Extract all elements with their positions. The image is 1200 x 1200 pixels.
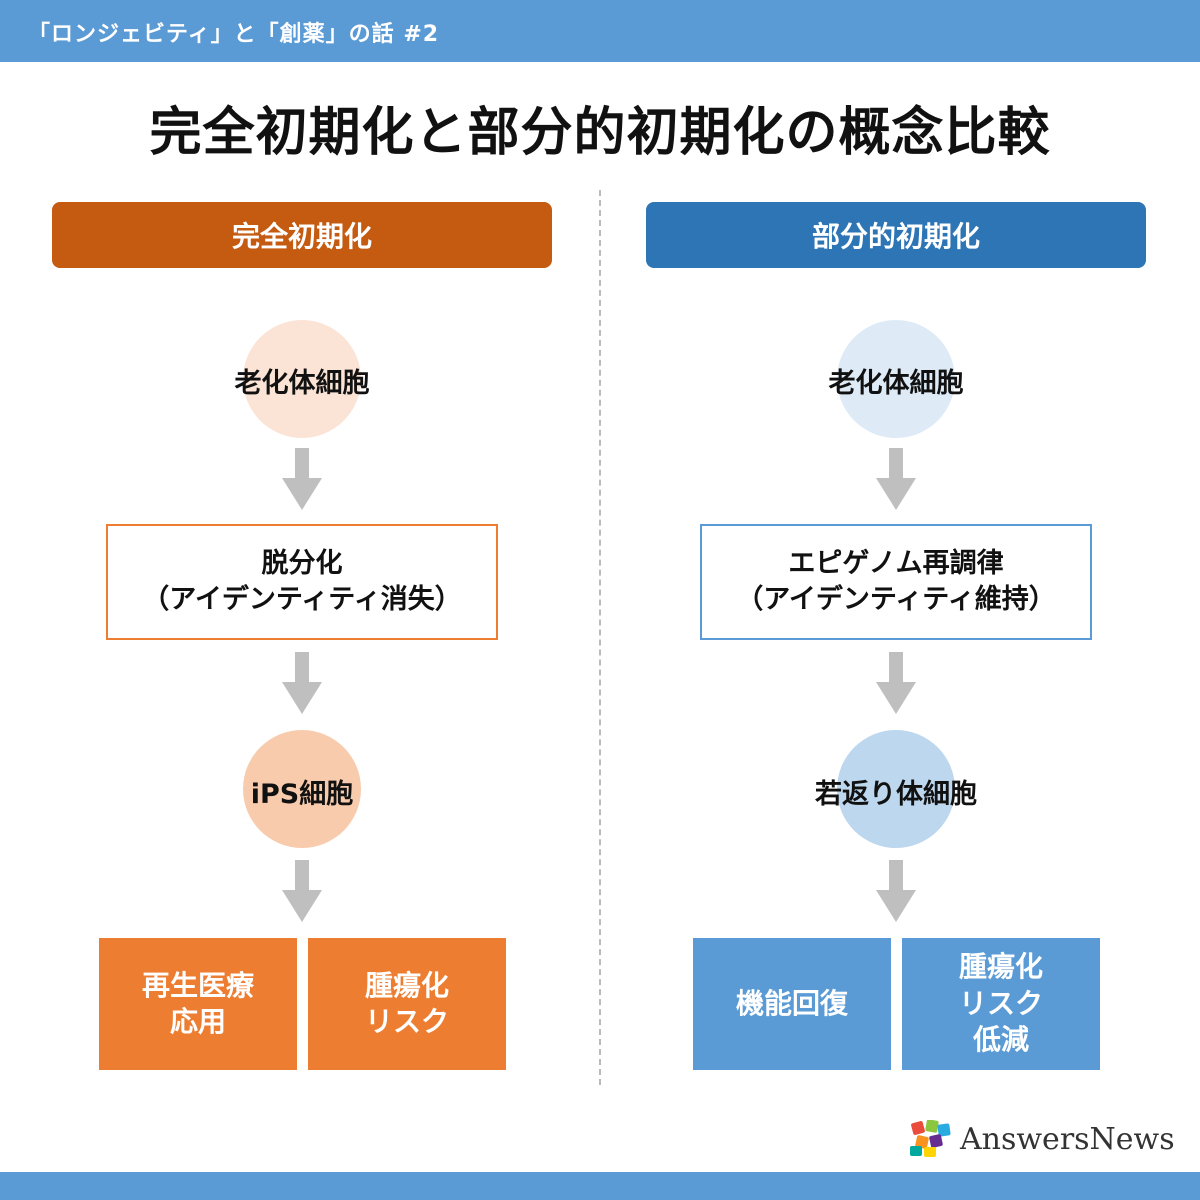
left-output-tumor-risk: 腫瘍化 リスク — [308, 938, 506, 1070]
left-arrow-1 — [282, 448, 322, 510]
right-header: 部分的初期化 — [646, 202, 1146, 268]
answersnews-logo: AnswersNews — [908, 1120, 1175, 1158]
right-header-label: 部分的初期化 — [811, 220, 980, 253]
right-arrow-2 — [876, 652, 916, 714]
bottom-banner — [0, 1172, 1200, 1200]
right-arrow-1 — [876, 448, 916, 510]
right-start-circle — [837, 320, 955, 438]
logo-text: AnswersNews — [960, 1121, 1175, 1157]
puzzle-logo-icon — [910, 1120, 951, 1157]
right-output-function-recovery: 機能回復 — [693, 938, 891, 1070]
right-arrow-3 — [876, 860, 916, 922]
left-header-label: 完全初期化 — [231, 220, 372, 253]
left-arrow-2 — [282, 652, 322, 714]
left-output-2-line1: 腫瘍化 — [364, 968, 449, 1002]
left-output-regenerative: 再生医療 応用 — [99, 938, 297, 1070]
top-banner: 「ロンジェビティ」と「創薬」の話 #2 — [0, 0, 1200, 62]
left-start-label: 老化体細胞 — [234, 368, 370, 399]
right-output-reduced-tumor-risk: 腫瘍化 リスク 低減 — [902, 938, 1100, 1070]
left-start-circle — [243, 320, 361, 438]
left-output-1-line2: 応用 — [169, 1005, 226, 1038]
right-output-2-line2: リスク — [958, 986, 1043, 1020]
right-process-line1: エピゲノム再調律 — [788, 547, 1004, 579]
left-arrow-3 — [282, 860, 322, 922]
series-title: 「ロンジェビティ」と「創薬」の話 #2 — [28, 22, 440, 47]
right-output-1-line1: 機能回復 — [735, 986, 848, 1020]
right-process-line2: （アイデンティティ維持） — [736, 584, 1056, 615]
right-output-2-line3: 低減 — [972, 1023, 1029, 1057]
left-process-line2: （アイデンティティ消失） — [142, 584, 462, 615]
left-process-box: 脱分化 （アイデンティティ消失） — [106, 524, 498, 640]
right-result-label: 若返り体細胞 — [815, 779, 977, 810]
left-output-1-line1: 再生医療 — [141, 968, 254, 1002]
right-process-box: エピゲノム再調律 （アイデンティティ維持） — [700, 524, 1092, 640]
left-header: 完全初期化 — [52, 202, 552, 268]
left-output-2-line2: リスク — [364, 1005, 449, 1038]
left-process-line1: 脱分化 — [261, 547, 343, 579]
left-result-circle — [243, 730, 361, 848]
left-result-label: iPS細胞 — [250, 779, 354, 810]
right-start-label: 老化体細胞 — [828, 368, 964, 399]
right-result-circle — [837, 730, 955, 848]
right-output-2-line1: 腫瘍化 — [958, 950, 1043, 984]
center-divider — [599, 190, 601, 1085]
page-title: 完全初期化と部分的初期化の概念比較 — [149, 103, 1051, 163]
